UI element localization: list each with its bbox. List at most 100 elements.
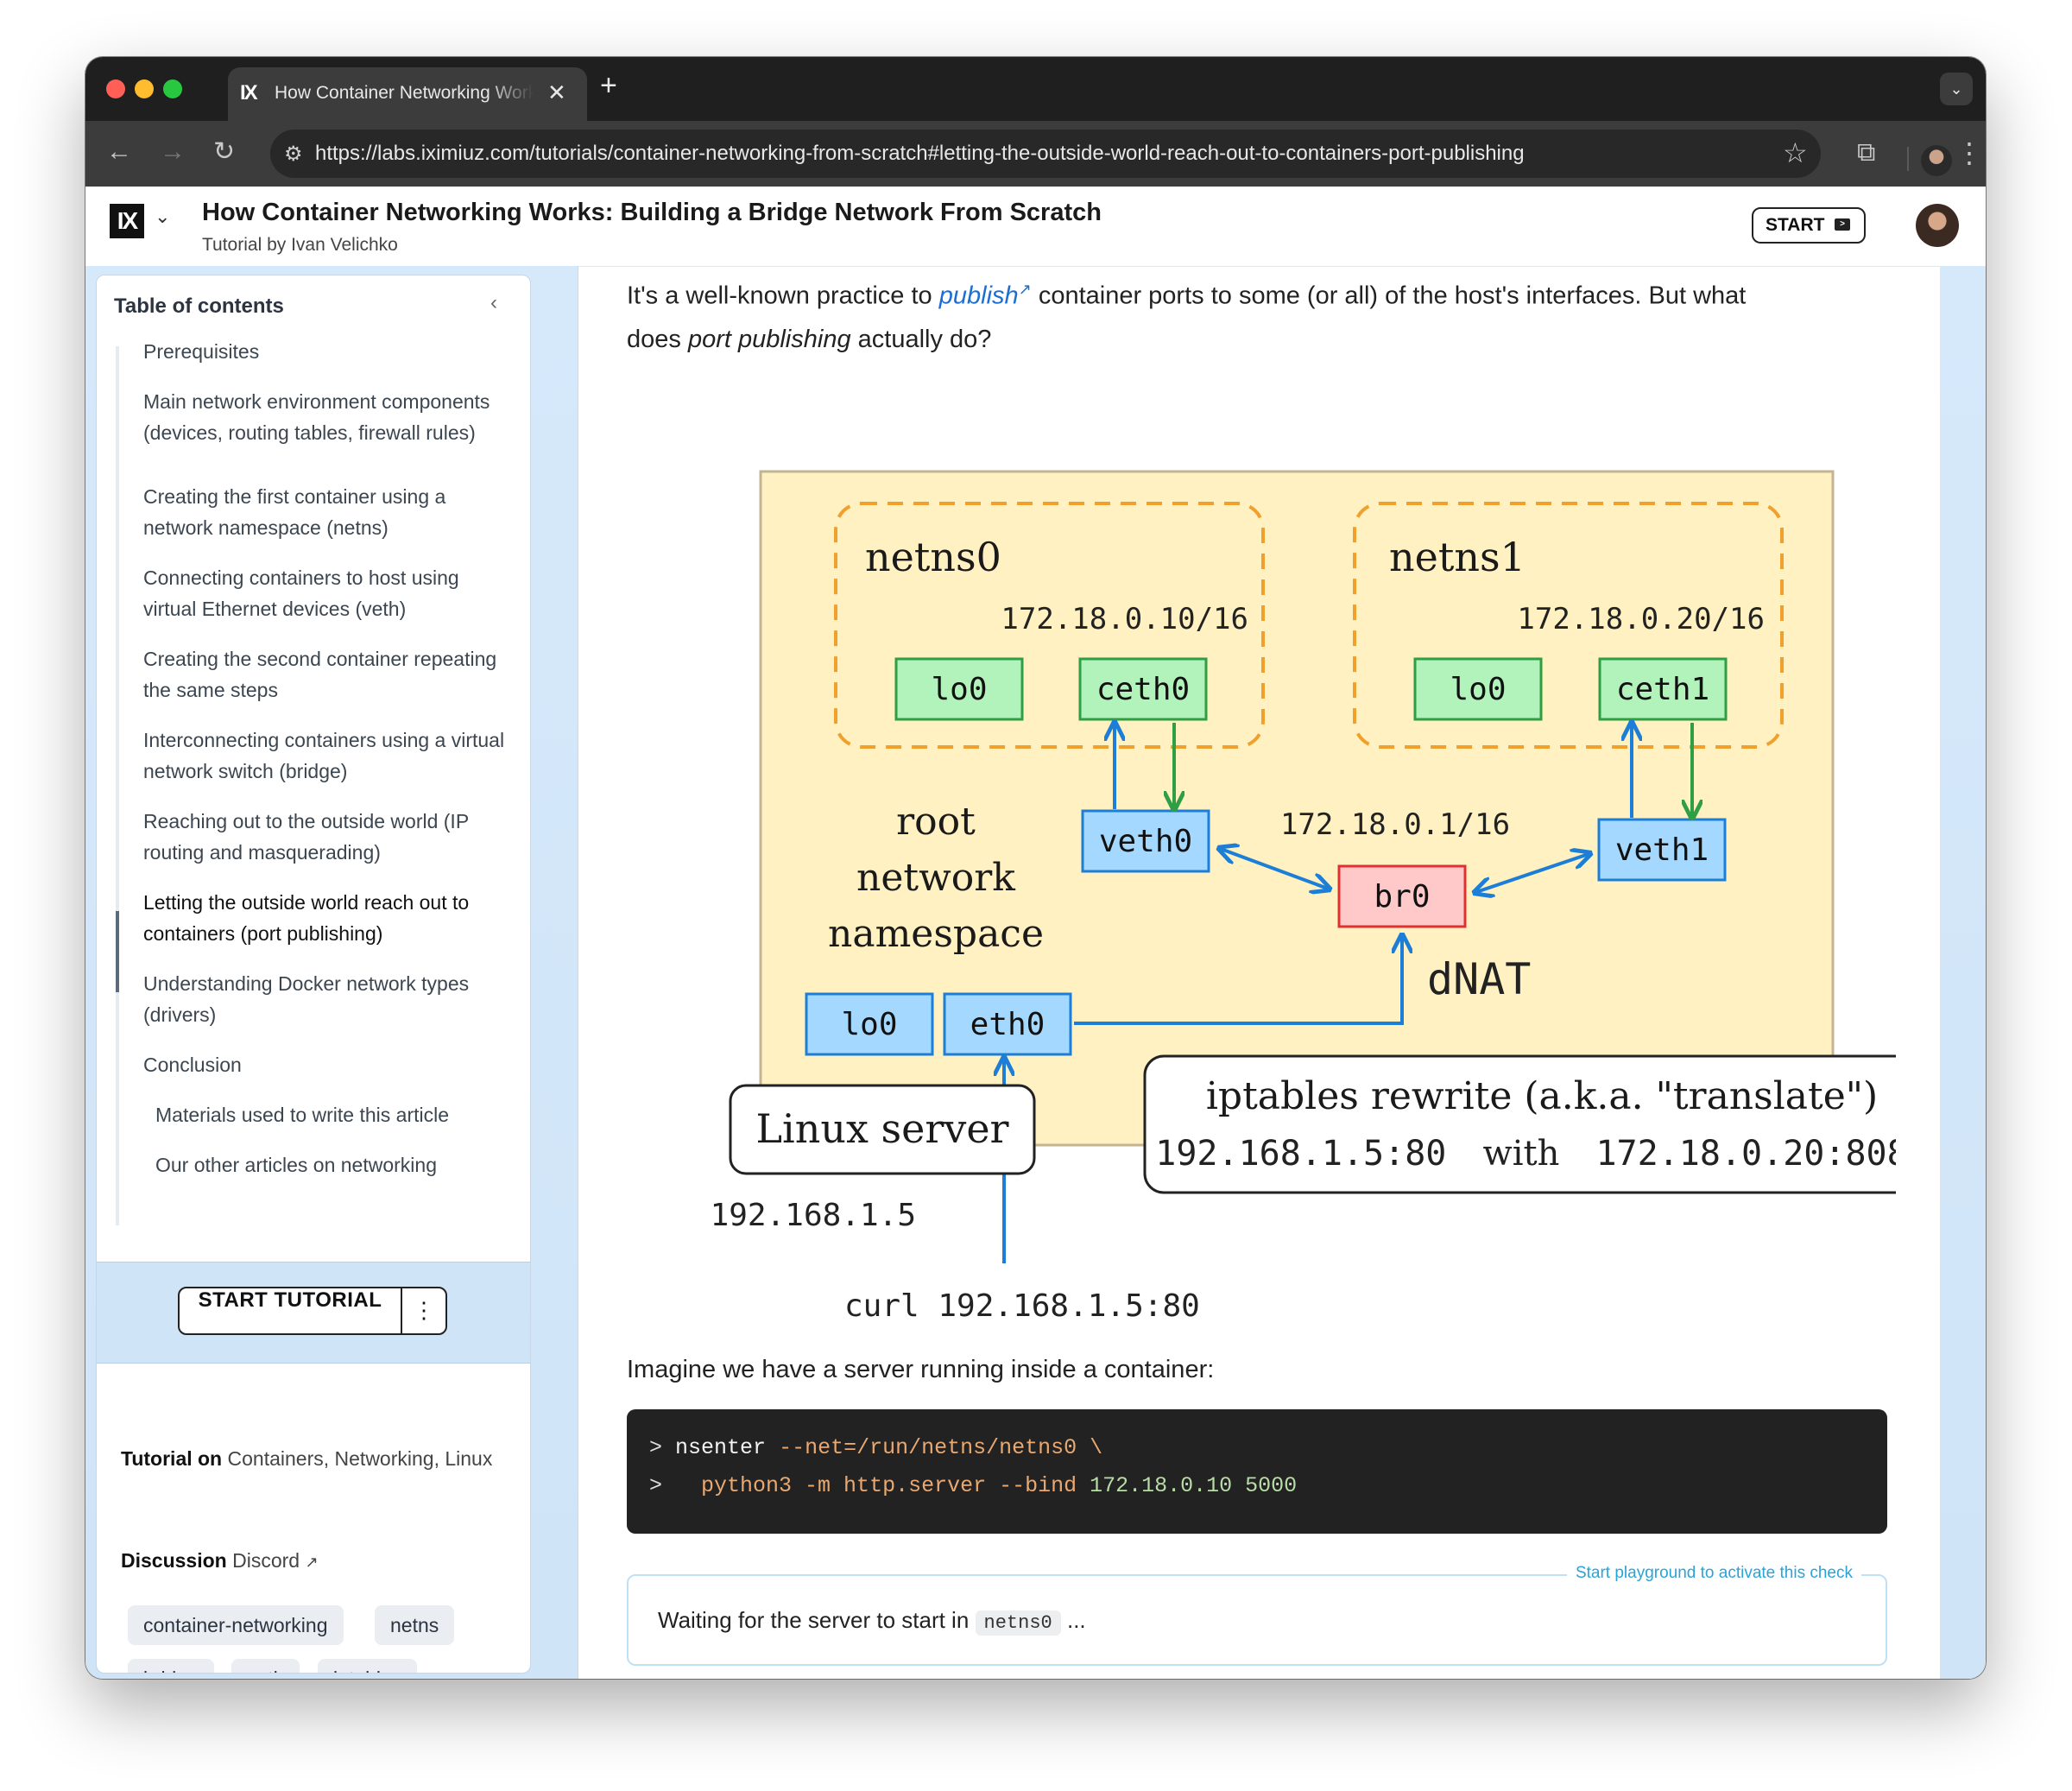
intro-text-1: It's a well-known practice to: [627, 282, 932, 310]
toc-item-bridge[interactable]: Interconnecting containers using a virtu…: [143, 729, 505, 782]
netns0-lo0-label: lo0: [931, 672, 987, 707]
iptables-rule-target: 172.18.0.20:8080: [1595, 1134, 1896, 1174]
external-link-icon: ↗: [305, 1554, 319, 1571]
netns1-lo0-label: lo0: [1450, 672, 1506, 707]
br0-label: br0: [1374, 879, 1430, 914]
iptables-box: [1143, 1054, 1896, 1194]
tutorial-on-label: Tutorial on: [121, 1447, 223, 1470]
port-publishing-diagram: netns0 172.18.0.10/16 lo0 ceth0 netns1 1…: [711, 470, 1896, 1324]
url-text: https://labs.iximiuz.com/tutorials/conta…: [315, 142, 1525, 165]
iximiuz-logo[interactable]: IX: [110, 204, 144, 238]
forward-arrow-icon[interactable]: →: [160, 137, 186, 166]
toc-subitem-materials[interactable]: Materials used to write this article: [155, 1104, 450, 1126]
new-tab-button[interactable]: +: [600, 69, 617, 102]
server-ip-label: 192.168.1.5: [711, 1198, 916, 1233]
browser-toolbar: ← → ↻ ⚙ https://labs.iximiuz.com/tutoria…: [85, 121, 1986, 187]
bookmark-star-icon[interactable]: ☆: [1783, 137, 1808, 168]
iptables-title: iptables rewrite (a.k.a. "translate"): [1206, 1074, 1878, 1118]
collapse-chevron-left-icon[interactable]: ‹: [490, 291, 497, 314]
toc-item-veth[interactable]: Connecting containers to host using virt…: [143, 566, 459, 620]
discord-link[interactable]: Discord: [232, 1549, 300, 1572]
toolbar-divider: [1907, 147, 1909, 171]
browser-menu-icon[interactable]: ⋮: [1955, 137, 1983, 168]
toc-item-first-container[interactable]: Creating the first container using a net…: [143, 485, 446, 539]
ceth0-box: [1078, 657, 1208, 721]
code-block[interactable]: > nsenter --net=/run/netns/netns0 \ > py…: [627, 1409, 1887, 1534]
toc-item-port-publishing[interactable]: Letting the outside world reach out to c…: [143, 891, 470, 945]
iptables-rule-with: with: [1482, 1134, 1559, 1174]
toc-rail: [116, 346, 119, 1225]
start-tutorial-button[interactable]: START TUTORIAL ⋮: [178, 1287, 447, 1335]
intro-emphasis: port publishing: [687, 325, 851, 353]
close-window-button[interactable]: [106, 79, 125, 98]
address-bar[interactable]: ⚙ https://labs.iximiuz.com/tutorials/con…: [270, 130, 1821, 178]
toc-subitem-other-articles[interactable]: Our other articles on networking: [155, 1154, 437, 1176]
start-button-label: START: [1766, 215, 1825, 235]
netns0-boundary: [834, 502, 1265, 749]
netns0-lo0-box: [894, 657, 1024, 721]
linux-server-box: [729, 1084, 1036, 1175]
more-options-icon[interactable]: ⋮: [413, 1297, 435, 1323]
chevron-down-icon[interactable]: ⌄: [155, 206, 171, 227]
toc-item-prerequisites[interactable]: Prerequisites: [143, 340, 260, 363]
toc-active-indicator: [116, 911, 119, 992]
minimize-window-button[interactable]: [135, 79, 154, 98]
toc-item-docker-network-types[interactable]: Understanding Docker network types (driv…: [143, 972, 470, 1026]
code-line-2: > python3 -m http.server --bind 172.18.0…: [649, 1473, 1297, 1498]
veth0-box: [1081, 809, 1210, 873]
linux-server-label: Linux server: [755, 1105, 1008, 1152]
tab-strip: IX How Container Networking Works: Build…: [85, 57, 1986, 121]
root-namespace-area: [759, 470, 1835, 1147]
extensions-puzzle-icon[interactable]: ⧉: [1857, 138, 1876, 167]
tab-title: How Container Networking Works: Building…: [275, 83, 534, 103]
tag-veth[interactable]: veth: [231, 1659, 300, 1673]
curl-command: curl 192.168.1.5:80: [844, 1288, 1200, 1324]
veth1-box: [1597, 818, 1727, 882]
intro-text-4: actually do?: [857, 325, 992, 353]
intro-text-3: does: [627, 325, 681, 353]
iptables-rule-source: 192.168.1.5:80: [1155, 1134, 1446, 1174]
code-line-1: > nsenter --net=/run/netns/netns0 \: [649, 1435, 1102, 1460]
server-check-box: Start playground to activate this check …: [627, 1564, 1887, 1666]
toc-item-outside-world[interactable]: Reaching out to the outside world (IP ro…: [143, 810, 469, 864]
netns1-lo0-box: [1413, 657, 1543, 721]
toc-heading: Table of contents: [114, 294, 284, 318]
check-legend: Start playground to activate this check: [1566, 1564, 1861, 1583]
page-title: How Container Networking Works: Building…: [202, 199, 1102, 226]
ceth1-box: [1598, 657, 1728, 721]
start-tutorial-label: START TUTORIAL: [198, 1288, 382, 1312]
back-arrow-icon[interactable]: ←: [106, 137, 132, 166]
netns1-label: netns1: [1389, 534, 1526, 580]
bridge-ip: 172.18.0.1/16: [1280, 807, 1510, 842]
browser-window: IX How Container Networking Works: Build…: [85, 57, 1986, 1679]
toc-item-conclusion[interactable]: Conclusion: [143, 1054, 242, 1076]
tab-search-chevron-icon[interactable]: ⌄: [1940, 73, 1973, 105]
tag-bridge[interactable]: bridge: [128, 1659, 214, 1673]
tutorial-topics-list[interactable]: Containers, Networking, Linux: [227, 1447, 493, 1470]
iptables-rule: 192.168.1.5:80 with 172.18.0.20:8080: [1155, 1134, 1896, 1174]
browser-tab[interactable]: IX How Container Networking Works: Build…: [228, 67, 587, 121]
button-separator: [401, 1288, 402, 1333]
site-settings-icon[interactable]: ⚙: [284, 142, 303, 166]
start-button[interactable]: START >: [1752, 207, 1866, 244]
discussion-label: Discussion: [121, 1549, 227, 1572]
toc-item-main-network-environment[interactable]: Main network environment components (dev…: [143, 390, 490, 444]
tag-container-networking[interactable]: container-networking: [128, 1605, 344, 1645]
tag-iptables[interactable]: iptables: [318, 1659, 418, 1673]
close-tab-icon[interactable]: ✕: [547, 79, 566, 105]
arrow-eth0-to-br0-dnat: [1074, 937, 1402, 1025]
netns0-ip: 172.18.0.10/16: [1001, 602, 1248, 636]
intro-paragraph: It's a well-known practice to publish↗ c…: [627, 268, 1930, 361]
tag-netns[interactable]: netns: [375, 1605, 455, 1645]
host-eth0-label: eth0: [970, 1007, 1045, 1042]
profile-avatar[interactable]: [1921, 145, 1952, 176]
ceth0-label: ceth0: [1096, 672, 1190, 707]
command-ip: 172.18.0.10: [1090, 1473, 1233, 1498]
toc-item-second-container[interactable]: Creating the second container repeating …: [143, 648, 497, 701]
server-paragraph: Imagine we have a server running inside …: [627, 1356, 1215, 1383]
user-avatar[interactable]: [1916, 204, 1959, 247]
maximize-window-button[interactable]: [163, 79, 182, 98]
reload-icon[interactable]: ↻: [213, 137, 236, 166]
publish-link[interactable]: publish: [938, 282, 1019, 310]
check-message-code: netns0: [975, 1611, 1061, 1636]
